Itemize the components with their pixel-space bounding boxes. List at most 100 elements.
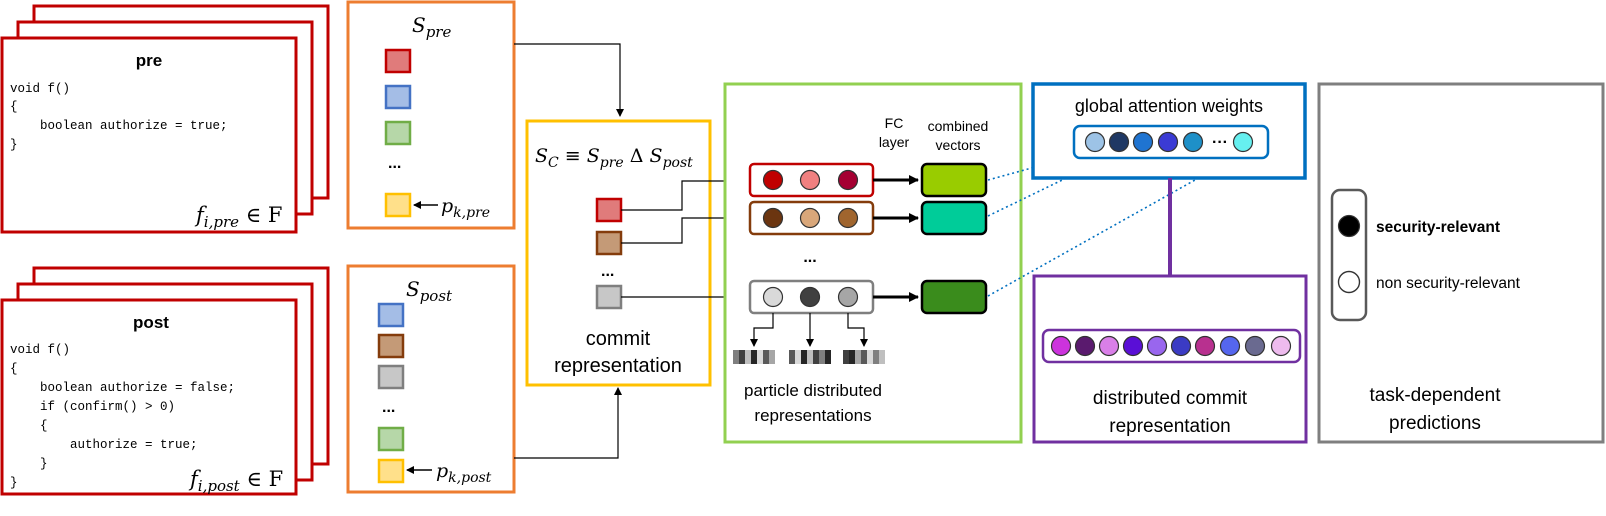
distributed-label-line1: distributed commit: [1093, 388, 1248, 409]
combined-vector-teal: [920, 200, 988, 236]
attention-dots-ellipsis: ···: [1212, 134, 1228, 151]
prediction-vector: [1330, 188, 1368, 322]
pre-code-line: }: [10, 138, 18, 152]
barcode-1: [733, 350, 775, 364]
global-attention-block: global attention weights ···: [1031, 82, 1307, 180]
post-code-line: void f(): [10, 343, 70, 357]
s-post-to-commit-arrow: [514, 387, 622, 459]
distributed-label-line2: representation: [1109, 416, 1230, 437]
s-post-ellipsis: ...: [382, 399, 395, 416]
particle-square-yellow: [384, 192, 412, 218]
predictions-block: security-relevant non security-relevant …: [1317, 82, 1605, 444]
particle-dot: [799, 169, 821, 191]
pre-code-line: boolean authorize = true;: [40, 119, 228, 133]
combined-vector-green: [920, 279, 988, 315]
post-code-line: boolean authorize = false;: [40, 381, 235, 395]
post-code-line: {: [40, 419, 48, 433]
particle-square-brown: [377, 333, 405, 359]
s-pre-box: [346, 0, 516, 230]
dot-to-barcode-arrow: [750, 313, 774, 347]
attention-dot: [1182, 131, 1204, 153]
commit-equation: SC ≡ Spre Δ Spost: [535, 145, 693, 171]
particle-dot: [837, 286, 859, 308]
security-relevant-dot: [1337, 214, 1361, 238]
distributed-commit-block: distributed commit representation: [1032, 274, 1308, 444]
pre-code-line: {: [10, 100, 18, 114]
distributed-dot: [1146, 335, 1168, 357]
post-code-stack: post void f() { boolean authorize = fals…: [0, 266, 330, 496]
commit-square-gray: [595, 284, 623, 310]
fc-layer-line2: layer: [879, 134, 910, 150]
predictions-label-line2: predictions: [1389, 413, 1481, 434]
distributed-dot: [1050, 335, 1072, 357]
particle-dot: [762, 207, 784, 229]
particle-label-line2: representations: [754, 406, 871, 425]
p-k-post-label: pk,post: [436, 460, 492, 486]
post-code-line: {: [10, 362, 18, 376]
non-security-relevant-dot: [1337, 270, 1361, 294]
s-pre-title: Spre: [412, 13, 451, 41]
barcode-2: [789, 350, 831, 364]
security-relevant-label: security-relevant: [1376, 219, 1500, 236]
particle-dot: [837, 169, 859, 191]
post-code-line: if (confirm() > 0): [40, 400, 175, 414]
combined-vectors-line2: vectors: [935, 137, 980, 153]
s-post-box: [346, 264, 516, 494]
post-code-title: post: [133, 313, 169, 332]
particle-square-blue: [377, 302, 405, 328]
attention-dot: [1132, 131, 1154, 153]
p-k-pre-label: pk,pre: [441, 195, 490, 221]
s-post-title: Spost: [406, 277, 453, 305]
fc-layer-line1: FC: [885, 115, 904, 131]
post-code-card-front: [0, 298, 298, 496]
s-pre-to-commit-arrow: [514, 43, 624, 117]
attention-dot: [1108, 131, 1130, 153]
distributed-dot: [1194, 335, 1216, 357]
combined-vector-lime: [920, 162, 988, 198]
post-code-line: }: [40, 457, 48, 471]
particle-square-green: [377, 426, 405, 452]
post-code-line: }: [10, 476, 18, 490]
particle-square-green: [384, 120, 412, 146]
commit-to-row-brown-arrow: [621, 214, 747, 244]
s-pre-ellipsis: ...: [388, 155, 401, 172]
barcode-3: [843, 350, 885, 364]
pre-code-label: fi,pre ∈ F: [194, 203, 282, 231]
commit-representation: SC ≡ Spre Δ Spost ... commit representat…: [525, 119, 712, 387]
commit-square-brown: [595, 230, 623, 256]
s-pre-set: Spre ... pk,pre: [346, 0, 516, 230]
particle-label-line1: particle distributed: [744, 381, 882, 400]
s-post-set: Spost ... pk,post: [346, 264, 516, 494]
particle-square-gray: [377, 364, 405, 390]
particle-box: [723, 82, 1023, 444]
pre-code-card-front: [0, 36, 298, 234]
particle-dot: [799, 286, 821, 308]
distributed-dot: [1219, 335, 1241, 357]
pre-code-line: void f(): [10, 82, 70, 96]
particle-square-yellow: [377, 458, 405, 484]
commit-label-line1: commit: [586, 328, 651, 350]
pre-code-title: pre: [136, 51, 162, 70]
commit-square-red: [595, 197, 623, 223]
distributed-dot: [1270, 335, 1292, 357]
non-security-relevant-label: non security-relevant: [1376, 275, 1521, 292]
particle-dot: [799, 207, 821, 229]
commit-ellipsis: ...: [601, 263, 614, 280]
particle-dot: [762, 169, 784, 191]
commit-label-line2: representation: [554, 355, 682, 377]
attention-dot: [1084, 131, 1106, 153]
particle-dot: [837, 207, 859, 229]
distributed-dot: [1074, 335, 1096, 357]
particle-distributed-block: FC layer combined vectors ...: [723, 82, 1023, 444]
attention-dot: [1157, 131, 1179, 153]
combined-vectors-line1: combined: [928, 118, 989, 134]
distributed-dot: [1122, 335, 1144, 357]
dot-to-barcode-arrow: [847, 313, 868, 347]
commit-to-row-red-arrow: [621, 177, 747, 211]
particle-square-blue: [384, 84, 412, 110]
pre-code-stack: pre void f() { boolean authorize = true;…: [0, 4, 330, 234]
post-code-label: fi,post ∈ F: [188, 467, 283, 495]
distributed-dot: [1098, 335, 1120, 357]
attention-title: global attention weights: [1075, 96, 1263, 116]
attention-dot: [1232, 131, 1254, 153]
